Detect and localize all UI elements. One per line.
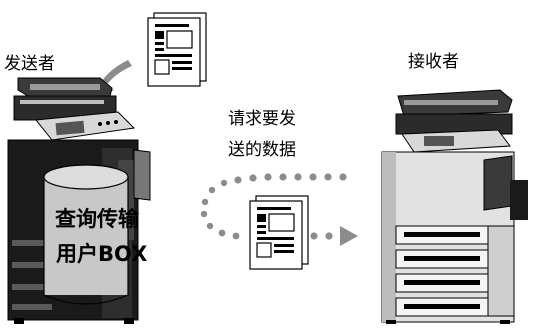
receiver-mfp-icon: [381, 89, 528, 324]
user-box-label-line-2: 用户BOX: [56, 242, 148, 266]
dotted-flow-arrow-icon: [200, 173, 358, 246]
data-label-line-2: 送的数据: [228, 140, 296, 160]
user-box-cylinder-icon: [43, 164, 129, 305]
sender-label: 发送者: [4, 54, 55, 74]
receiver-label: 接收者: [408, 52, 459, 72]
document-icon-middle: [249, 195, 309, 270]
user-box-label-line-1: 查询传输: [55, 207, 139, 231]
document-icon-top: [147, 12, 207, 87]
data-label-line-1: 请求要发: [228, 109, 296, 129]
